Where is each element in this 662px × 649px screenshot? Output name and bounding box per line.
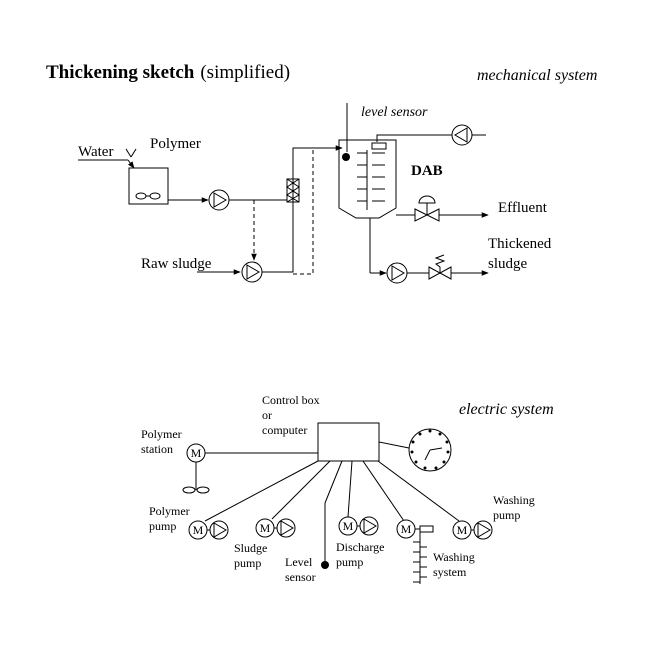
washing-pump-icon (451, 124, 473, 146)
svg-text:M: M (343, 519, 354, 533)
recycle-dashed-line (293, 150, 314, 275)
svg-text:M: M (457, 523, 468, 537)
sludge-feed-pump-icon (241, 261, 263, 283)
washing-system-label: Washing system (433, 550, 478, 579)
control-wires (204, 460, 460, 522)
control-box-label: Control box or computer (262, 393, 323, 437)
svg-text:M: M (260, 521, 271, 535)
washing-pump-label: Washing pump (493, 493, 538, 522)
washing-pump-motor-icon: M (452, 520, 493, 540)
discharge-pump-motor-icon: M (338, 516, 379, 536)
polymer-label: Polymer (150, 136, 201, 152)
electric-system-heading: electric system (459, 401, 554, 418)
polymer-station-motor-icon: M (182, 443, 210, 494)
svg-text:M: M (191, 446, 202, 460)
polymer-station-label: Polymer station (141, 427, 185, 456)
dab-tank (338, 139, 397, 219)
sludge-pump-label: Sludge pump (234, 541, 270, 570)
thickened-sludge-label: Thickened sludge (488, 236, 555, 272)
polymer-pump-label: Polymer pump (149, 504, 193, 533)
dab-label: DAB (411, 163, 443, 179)
sludge-pump-motor-icon: M (255, 518, 296, 538)
discharge-pump-label: Discharge pump (336, 540, 387, 569)
water-label: Water (78, 144, 113, 160)
relief-valve-icon (428, 254, 452, 280)
washing-system-motor-icon: M (396, 519, 434, 584)
water-valve-icon (125, 148, 137, 158)
polymer-tank (128, 167, 169, 205)
mechanical-system-heading: mechanical system (477, 67, 597, 84)
effluent-valve-icon (414, 195, 440, 222)
clock-timer-icon (378, 428, 452, 472)
raw-sludge-label: Raw sludge (141, 256, 212, 272)
sketch-title: Thickening sketch(simplified) (46, 62, 290, 83)
level-sensor-electric-icon (321, 561, 329, 569)
level-sensor-electric-label: Level sensor (285, 555, 316, 584)
water-inlet-line (78, 159, 135, 169)
level-sensor-label: level sensor (361, 105, 428, 120)
polymer-pump-motor-icon: M (188, 520, 229, 540)
svg-text:M: M (401, 522, 412, 536)
effluent-label: Effluent (498, 200, 548, 216)
polymer-pump-icon (208, 189, 230, 211)
wash-water-line (376, 134, 452, 142)
sludge-riser-line (262, 145, 343, 273)
level-sensor-icon (342, 153, 350, 161)
discharge-pump-icon (386, 262, 408, 284)
svg-text:M: M (193, 523, 204, 537)
control-box (317, 422, 380, 462)
